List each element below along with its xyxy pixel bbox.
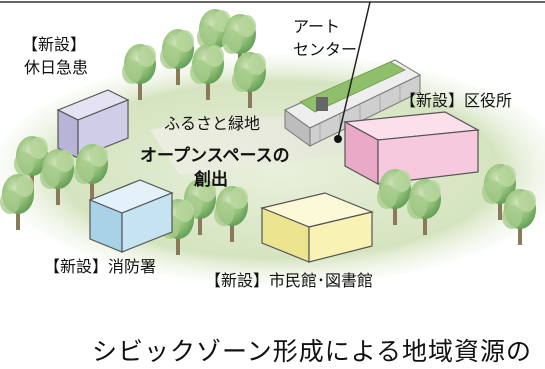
open-space-label-line2: 創出 (194, 170, 228, 190)
shimin-building (260, 192, 374, 263)
kuyakusho-building (343, 111, 480, 186)
caption-text: シビックゾーン形成による地域資源の (92, 337, 533, 366)
kuyakusho-label: 【新設】区役所 (400, 91, 513, 110)
furusato-label: ふるさと緑地 (164, 114, 261, 133)
shobo-building (88, 179, 174, 253)
art-center-label-line1: アート (293, 17, 341, 36)
callout-point (334, 135, 342, 143)
shimin-label: 【新設】市民館･図書館 (205, 271, 374, 290)
kyujitsu-new-label: 【新設】 (22, 35, 87, 54)
kyujitsu-building (56, 89, 130, 159)
open-space-label-line1: オープンスペースの (140, 146, 290, 166)
callout-leader-line (337, 1, 371, 139)
shobo-label: 【新設】消防署 (44, 257, 157, 276)
art-center-building (284, 59, 422, 147)
art-center-label-line2: センター (293, 40, 358, 59)
kyujitsu-name-label: 休日急患 (24, 58, 89, 77)
